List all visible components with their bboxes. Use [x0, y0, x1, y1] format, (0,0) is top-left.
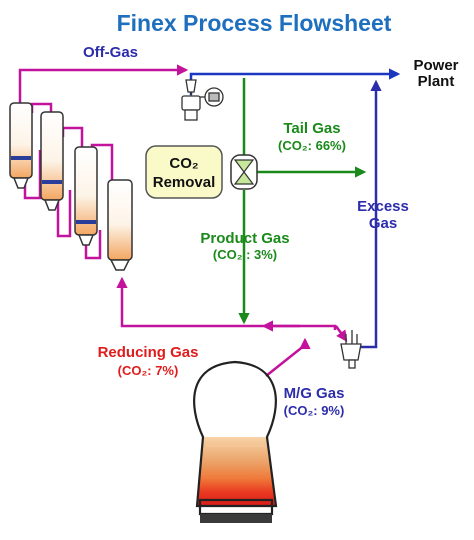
compressor-icon — [181, 79, 224, 121]
fluidized-bed-reactor-4 — [107, 179, 133, 271]
psa-valve-icon — [230, 154, 258, 190]
tail-gas-co2-label: (CO₂: 66%) — [278, 138, 346, 153]
product-gas-co2-label: (CO₂ : 3%) — [213, 247, 277, 262]
fluidized-bed-reactor-1 — [9, 102, 33, 189]
reducing-gas-line — [116, 276, 348, 377]
reducing-gas-label: Reducing Gas — [98, 344, 199, 361]
mg-gas-co2-label: (CO₂: 9%) — [284, 403, 345, 418]
power-plant-label-line2: Plant — [418, 73, 455, 90]
co2-removal-label-line1: CO₂ — [169, 155, 198, 172]
excess-gas-label-line1: Excess — [357, 198, 409, 215]
cyclone-icon — [340, 330, 362, 369]
melter-gasifier — [193, 360, 278, 523]
fluidized-bed-reactor-2 — [40, 111, 64, 211]
mg-gas-label: M/G Gas — [284, 385, 345, 402]
diagram-title: Finex Process Flowsheet — [117, 10, 392, 36]
reactor-interconnect-lines — [23, 102, 114, 260]
power-plant-label-line1: Power — [413, 57, 458, 74]
reducing-gas-co2-label: (CO₂: 7%) — [118, 363, 179, 378]
co2-removal-box: CO₂ Removal — [145, 145, 223, 199]
off-gas-line — [18, 64, 189, 103]
off-gas-label: Off-Gas — [83, 44, 138, 61]
tail-gas-label: Tail Gas — [283, 120, 340, 137]
product-gas-label: Product Gas — [200, 230, 289, 247]
fluidized-bed-reactor-3 — [74, 146, 98, 246]
excess-gas-label-line2: Gas — [369, 215, 397, 232]
co2-removal-label-line2: Removal — [153, 174, 216, 191]
excess-gas-line — [360, 79, 382, 349]
